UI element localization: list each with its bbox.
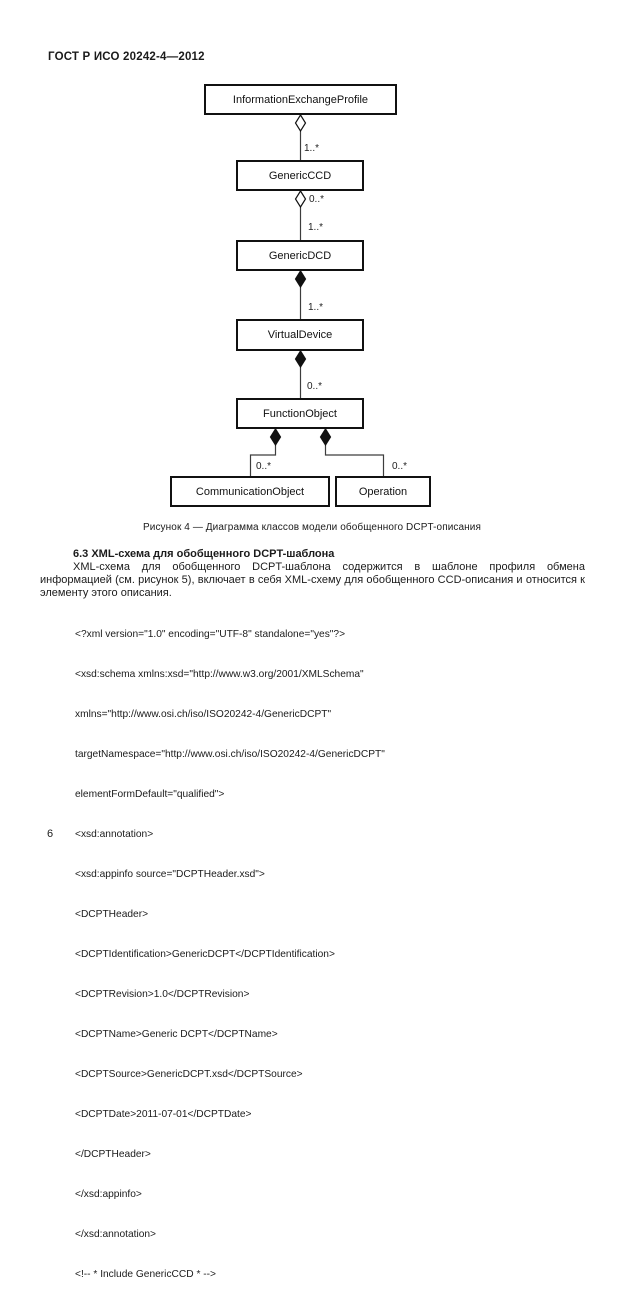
- class-box-generic-dcd: GenericDCD: [236, 240, 364, 271]
- aggregation-diamond-icon: [294, 113, 307, 133]
- code-line: <DCPTName>Generic DCPT</DCPTName>: [75, 1029, 278, 1040]
- code-line: elementFormDefault="qualified">: [75, 788, 225, 800]
- multiplicity-label: 0..*: [256, 461, 272, 472]
- code-line: <DCPTSource>GenericDCPT.xsd</DCPTSource>: [75, 1069, 303, 1081]
- figure-caption: Рисунок 4 — Диаграмма классов модели обо…: [143, 522, 481, 533]
- class-box-virtual-device: VirtualDevice: [236, 319, 364, 351]
- aggregation-diamond-icon: [294, 189, 307, 209]
- class-box-communication-object: CommunicationObject: [170, 476, 330, 507]
- composition-diamond-icon: [294, 269, 307, 289]
- class-name-label: CommunicationObject: [195, 485, 305, 498]
- code-line: <!-- * Include GenericCCD * -->: [75, 1269, 216, 1281]
- class-name-label: GenericCCD: [268, 169, 332, 182]
- code-line: </xsd:appinfo>: [75, 1189, 142, 1201]
- code-line: <DCPTRevision>1.0</DCPTRevision>: [75, 988, 250, 1000]
- edge-functionobject-operation: [324, 429, 385, 476]
- multiplicity-label: 1..*: [304, 143, 320, 154]
- document-header: ГОСТ Р ИСО 20242-4—2012: [48, 51, 205, 63]
- composition-diamond-icon: [319, 427, 332, 447]
- class-box-information-exchange-profile: InformationExchangeProfile: [204, 84, 397, 115]
- class-name-label: InformationExchangeProfile: [232, 93, 369, 106]
- composition-diamond-icon: [269, 427, 282, 447]
- multiplicity-label: 0..*: [392, 461, 408, 472]
- class-box-generic-ccd: GenericCCD: [236, 160, 364, 191]
- document-page: ГОСТ Р ИСО 20242-4—2012 Infor: [40, 51, 585, 1280]
- code-line: <DCPTDate>2011-07-01</DCPTDate>: [75, 1109, 252, 1121]
- code-line: </xsd:annotation>: [75, 1229, 156, 1241]
- code-line: <DCPTIdentification>GenericDCPT</DCPTIde…: [75, 948, 335, 960]
- class-box-function-object: FunctionObject: [236, 398, 364, 429]
- body-paragraph: XML-схема для обобщенного DCPT-шаблона с…: [40, 561, 585, 600]
- class-name-label: FunctionObject: [263, 407, 337, 420]
- page-number: 6: [47, 828, 54, 840]
- xml-code-listing: <?xml version="1.0" encoding="UTF-8" sta…: [75, 601, 595, 1308]
- multiplicity-label: 0..*: [309, 194, 325, 205]
- code-line: xmlns="http://www.osi.ch/iso/ISO20242-4/…: [75, 708, 332, 720]
- code-line: <xsd:appinfo source="DCPTHeader.xsd">: [75, 868, 265, 880]
- code-line: <xsd:schema xmlns:xsd="http://www.w3.org…: [75, 668, 364, 680]
- class-name-label: Operation: [358, 485, 408, 498]
- multiplicity-label: 1..*: [308, 302, 324, 313]
- multiplicity-label: 1..*: [308, 222, 324, 233]
- code-line: targetNamespace="http://www.osi.ch/iso/I…: [75, 748, 385, 760]
- section-heading: 6.3 XML-схема для обобщенного DCPT-шабло…: [73, 548, 335, 560]
- code-line: <?xml version="1.0" encoding="UTF-8" sta…: [75, 628, 346, 640]
- code-line: </DCPTHeader>: [75, 1149, 151, 1161]
- multiplicity-label: 0..*: [307, 381, 323, 392]
- class-name-label: GenericDCD: [268, 249, 332, 262]
- class-name-label: VirtualDevice: [267, 329, 333, 341]
- composition-diamond-icon: [294, 349, 307, 369]
- code-line: <DCPTHeader>: [75, 908, 149, 920]
- code-line: <xsd:annotation>: [75, 828, 154, 840]
- class-box-operation: Operation: [335, 476, 431, 507]
- diagram-connectors: [249, 113, 385, 476]
